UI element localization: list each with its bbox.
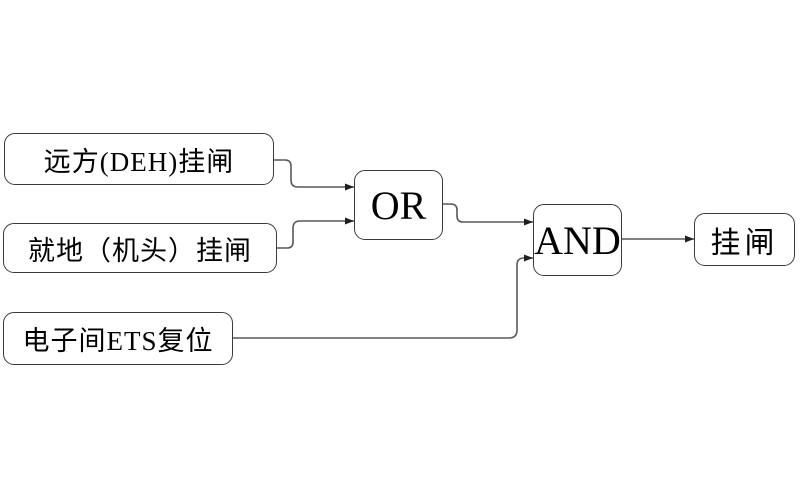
node-input-local-head: 就地（机头）挂闸	[3, 223, 277, 273]
wire-ets-to-and	[233, 254, 533, 339]
wire-or-to-and	[443, 203, 533, 226]
wire-local-to-or	[277, 217, 354, 249]
node-output-latch: 挂闸	[694, 213, 795, 266]
node-and-gate: AND	[533, 204, 622, 276]
node-input-ets-reset: 电子间ETS复位	[3, 312, 233, 365]
node-or-gate: OR	[354, 170, 443, 240]
wire-remote-to-or	[274, 159, 354, 191]
node-input-remote-deh: 远方(DEH)挂闸	[4, 133, 274, 185]
